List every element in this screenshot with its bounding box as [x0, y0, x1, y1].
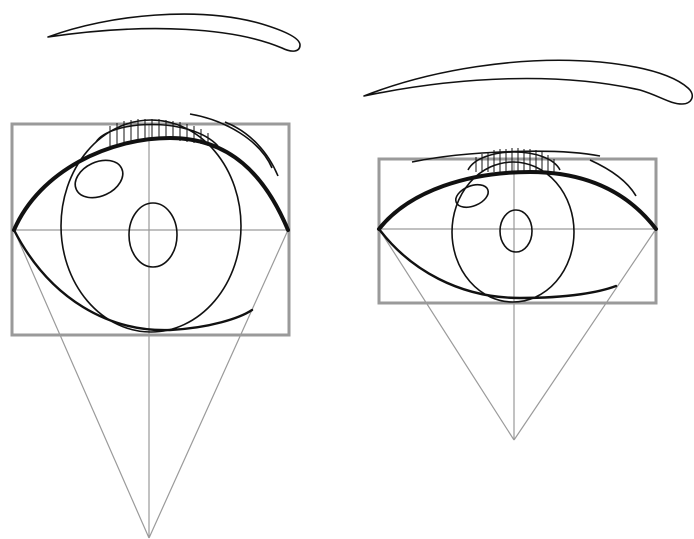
three-quarter-pupil — [500, 210, 532, 252]
front-guide-left-diagonal — [14, 230, 149, 538]
front-lash-line — [225, 122, 278, 176]
three-quarter-eye — [364, 60, 692, 440]
three-quarter-upper-eyelid — [379, 172, 656, 229]
front-upper-eyelid — [14, 138, 288, 230]
three-quarter-guide-left-diagonal — [379, 229, 514, 440]
front-pupil — [129, 203, 177, 267]
three-quarter-lower-eyelid — [379, 229, 616, 298]
front-lower-eyelid — [14, 230, 252, 330]
front-guide-right-diagonal — [149, 230, 288, 538]
three-quarter-iris — [452, 162, 574, 302]
three-quarter-eyebrow — [364, 60, 692, 104]
front-iris — [61, 120, 241, 332]
three-quarter-highlight — [452, 180, 491, 211]
front-eye — [12, 14, 300, 538]
three-quarter-bounding-box — [379, 159, 656, 303]
front-eyebrow — [48, 14, 300, 51]
three-quarter-guide-right-diagonal — [514, 229, 656, 440]
